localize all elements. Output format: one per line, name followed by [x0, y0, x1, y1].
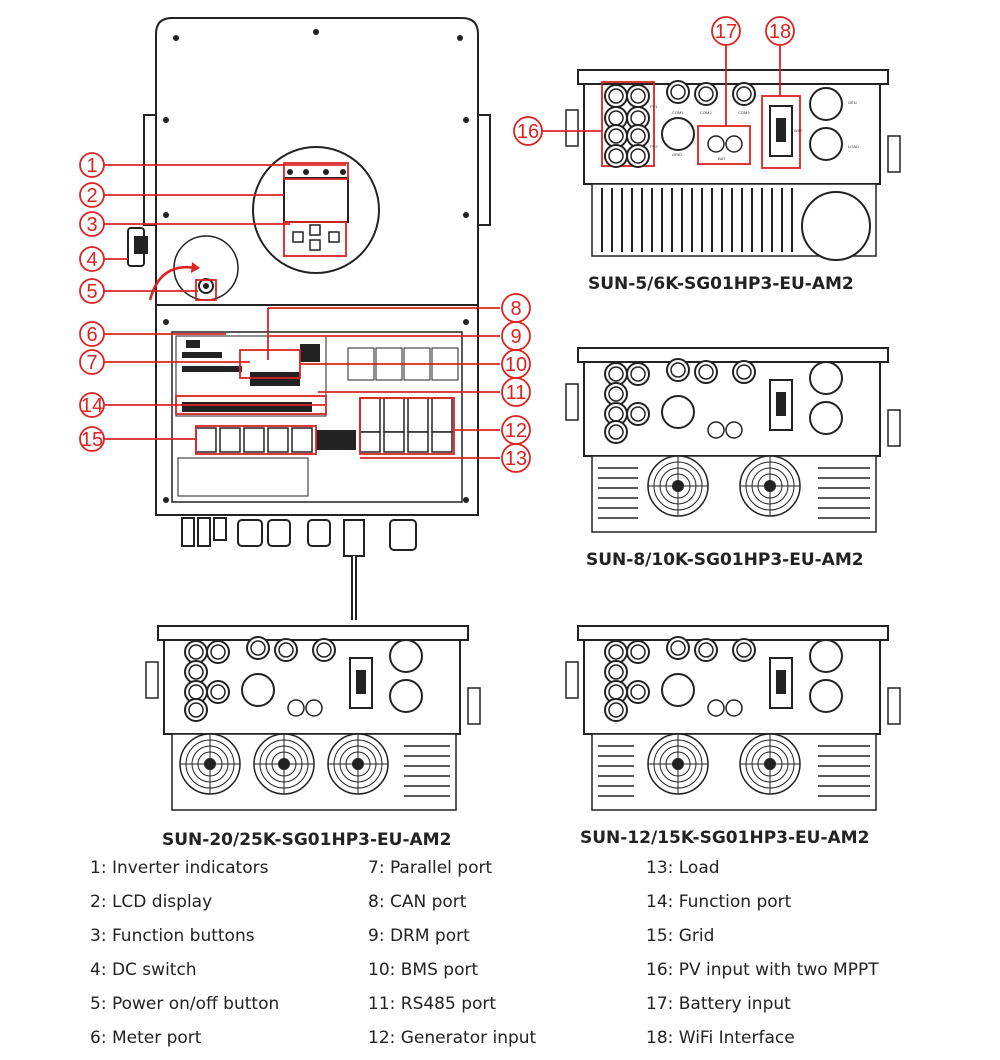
legend-item: 15: Grid [646, 926, 715, 946]
caption-sun-8-10k: SUN-8/10K-SG01HP3-EU-AM2 [586, 550, 864, 570]
gen-label: GEN [848, 100, 857, 105]
callout-1: 1 [86, 155, 97, 177]
legend-item: 4: DC switch [90, 960, 197, 980]
main-callouts [104, 162, 500, 459]
callout-5: 5 [86, 281, 97, 303]
inverter-diagram: 1 2 3 4 5 6 7 8 9 10 11 12 13 14 15 PV1 … [79, 16, 901, 811]
legend-col-3: 13: Load 14: Function port 15: Grid 16: … [646, 856, 879, 1060]
legend-item: 9: DRM port [368, 926, 470, 946]
callout-11: 11 [506, 382, 527, 404]
bottom-view-8-10k [565, 347, 901, 533]
callout-3: 3 [86, 214, 97, 236]
callout-14: 14 [81, 395, 103, 417]
legend-item: 2: LCD display [90, 892, 213, 912]
caption-sun-20-25k: SUN-20/25K-SG01HP3-EU-AM2 [162, 830, 452, 850]
callout-4: 4 [86, 249, 97, 271]
legend-item: 16: PV input with two MPPT [646, 960, 879, 980]
callout-15: 15 [81, 429, 103, 451]
wifi-label: WIFI [794, 128, 802, 133]
legend-col-1: 1: Inverter indicators 2: LCD display 3:… [90, 856, 279, 1060]
legend-item: 13: Load [646, 858, 720, 878]
load-label: LOAD [848, 144, 859, 149]
legend-item: 17: Battery input [646, 994, 791, 1014]
legend-item: 18: WiFi Interface [646, 1028, 795, 1048]
callout-8: 8 [510, 298, 521, 320]
callout-2: 2 [86, 185, 97, 207]
main-callout-circles: 1 2 3 4 5 6 7 8 9 10 11 12 13 14 15 [79, 152, 531, 473]
grid-label: GRID [672, 152, 682, 157]
legend-item: 6: Meter port [90, 1028, 202, 1048]
legend-col-2: 7: Parallel port 8: CAN port 9: DRM port… [368, 856, 536, 1060]
callout-13: 13 [505, 448, 527, 470]
callout-16: 16 [517, 121, 539, 143]
pv1-label: PV1 [650, 104, 658, 109]
caption-sun-12-15k: SUN-12/15K-SG01HP3-EU-AM2 [580, 828, 870, 848]
legend-item: 11: RS485 port [368, 994, 497, 1014]
bottom-view-20-25k [145, 625, 481, 811]
bottom-view-12-15k [565, 625, 901, 811]
bottom-callouts: 16 17 18 [513, 16, 795, 146]
bat-label: BAT [718, 156, 726, 161]
com2-label: COM2 [700, 110, 712, 115]
com1-label: COM1 [672, 110, 684, 115]
callout-6: 6 [86, 324, 97, 346]
callout-7: 7 [86, 352, 97, 374]
callout-17: 17 [715, 21, 737, 43]
legend-item: 12: Generator input [368, 1028, 537, 1048]
legend-item: 8: CAN port [368, 892, 467, 912]
main-inverter [127, 17, 491, 620]
callout-18: 18 [769, 21, 791, 43]
callout-10: 10 [505, 354, 527, 376]
legend-item: 1: Inverter indicators [90, 858, 269, 878]
legend-item: 3: Function buttons [90, 926, 255, 946]
bottom-view-5-6k: PV1 PV2 COM1 COM2 COM3 GRID BAT WIFI GEN… [565, 69, 901, 261]
legend-item: 10: BMS port [368, 960, 479, 980]
callout-12: 12 [505, 420, 527, 442]
legend-item: 7: Parallel port [368, 858, 493, 878]
caption-sun-5-6k: SUN-5/6K-SG01HP3-EU-AM2 [588, 274, 854, 294]
com3-label: COM3 [738, 110, 750, 115]
pv2-label: PV2 [650, 144, 658, 149]
callout-9: 9 [510, 326, 521, 348]
legend-item: 5: Power on/off button [90, 994, 280, 1014]
legend-item: 14: Function port [646, 892, 792, 912]
